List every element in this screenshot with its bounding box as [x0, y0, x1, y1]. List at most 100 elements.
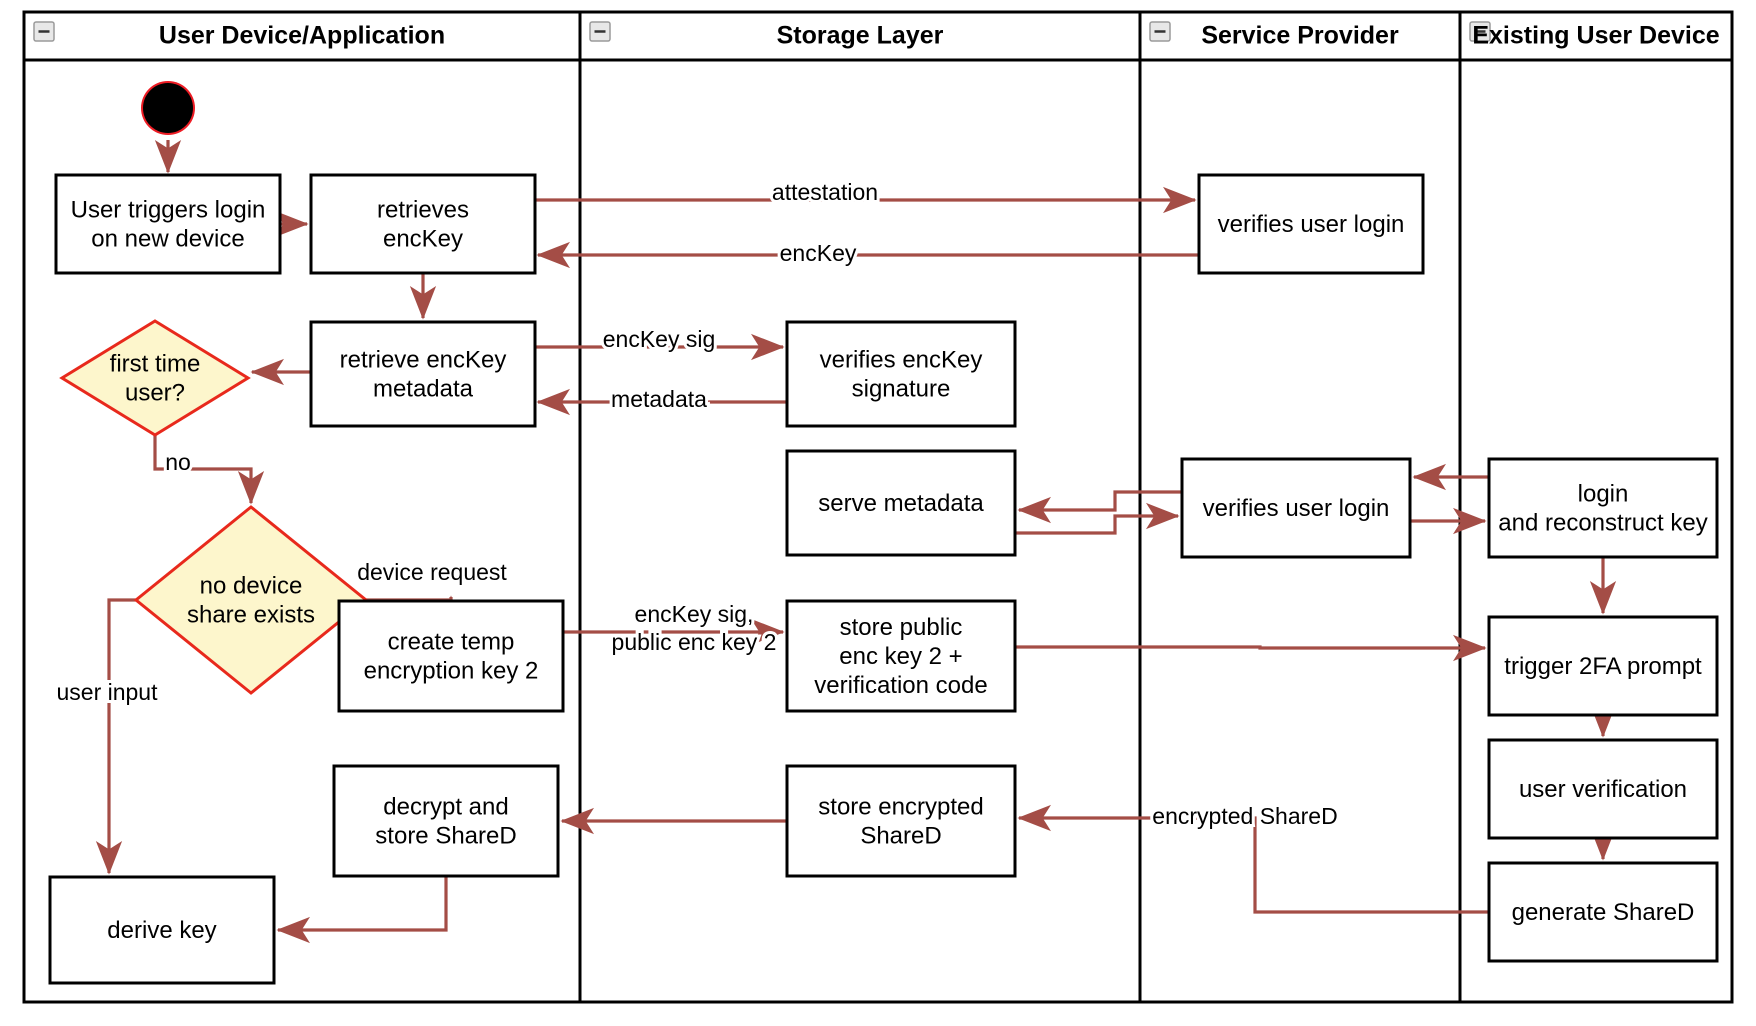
activity-serve-metadata-shape	[785, 449, 1017, 557]
activity-store-public-enc-key-2-label: store public	[840, 614, 963, 641]
activity-verifies-user-login-top-shape	[1197, 173, 1425, 275]
edge-enckey-sig-label: encKey sig	[603, 326, 716, 352]
activity-verifies-user-login-middle-shape	[1180, 457, 1412, 559]
edges-group	[95, 140, 1617, 944]
activity-user-triggers-login-label: on new device	[91, 226, 244, 253]
activity-trigger-2fa-prompt[interactable]: trigger 2FA prompt	[1487, 615, 1719, 717]
activity-serve-metadata-label: serve metadata	[818, 490, 984, 517]
edge-no-branch-label-halo: no	[165, 449, 191, 475]
edge-attestation-label: attestation	[772, 179, 878, 205]
activity-store-encrypted-shared-label: store encrypted	[818, 794, 983, 821]
activity-create-temp-encryption-key-2-label: create temp	[388, 629, 515, 656]
edge-store-public-to-trigger-2fa	[1015, 634, 1487, 662]
activity-generate-shared[interactable]: generate ShareD	[1487, 861, 1719, 963]
activity-trigger-2fa-prompt-label: trigger 2FA prompt	[1504, 653, 1702, 680]
decision-no-device-share-exists-label: no device	[200, 573, 303, 600]
edge-service-provider-to-serve-metadata	[1017, 490, 1182, 524]
edge-enckey-return-label-halo: encKey	[780, 240, 857, 266]
lane-title-lane-existing-device: Existing User Device	[1472, 22, 1719, 50]
activity-user-verification-label: user verification	[1519, 776, 1687, 803]
activity-store-encrypted-shared-label: ShareD	[860, 823, 941, 850]
lane-title-lane-storage: Storage Layer	[777, 22, 944, 50]
activity-verifies-user-login-middle[interactable]: verifies user login	[1180, 457, 1412, 559]
edge-enckey-sig-label-halo: encKey sig	[603, 326, 716, 352]
activity-verifies-user-login-middle-label: verifies user login	[1203, 495, 1390, 522]
activity-generate-shared-label: generate ShareD	[1512, 899, 1695, 926]
edge-enckey-sig-public-enc-key-2-label-halo: public enc key 2	[612, 629, 777, 655]
edge-metadata-return-label: metadata	[611, 386, 707, 412]
activity-retrieves-enckey-label: encKey	[383, 226, 463, 253]
edge-no-branch	[153, 435, 265, 505]
activity-login-and-reconstruct-key-shape	[1487, 457, 1719, 559]
activity-verifies-enckey-signature-label: signature	[852, 376, 951, 403]
lane-title-lane-user-device: User Device/Application	[159, 22, 445, 50]
decision-first-time-user-label: first time	[110, 351, 201, 378]
activity-user-verification[interactable]: user verification	[1487, 738, 1719, 840]
activity-derive-key-label: derive key	[107, 917, 216, 944]
activity-create-temp-encryption-key-2-label: encryption key 2	[364, 658, 539, 685]
activity-create-temp-encryption-key-2-shape	[337, 599, 565, 713]
start-node[interactable]	[143, 83, 193, 133]
edge-enckey-sig-public-enc-key-2-label: public enc key 2	[612, 629, 777, 655]
activity-retrieve-enckey-metadata-label: retrieve encKey	[340, 347, 507, 374]
edge-device-request-label: device request	[357, 559, 507, 585]
edge-enckey-return-label: encKey	[780, 240, 857, 266]
activity-store-public-enc-key-2-label: enc key 2 +	[839, 643, 962, 670]
edge-enckey-sig-public-enc-key-2-label-halo: encKey sig,	[635, 601, 754, 627]
edge-serve-metadata-to-service-provider	[1015, 502, 1180, 535]
activity-generate-shared-shape	[1487, 861, 1719, 963]
activity-verifies-enckey-signature-label: verifies encKey	[820, 347, 983, 374]
edge-enckey-sig-public-enc-key-2-label: encKey sig,	[635, 601, 754, 627]
decision-no-device-share-exists-shape	[133, 505, 369, 695]
edge-attestation-label-halo: attestation	[772, 179, 878, 205]
lane-title-lane-service-provider: Service Provider	[1201, 22, 1399, 50]
activity-trigger-2fa-prompt-shape	[1487, 615, 1719, 717]
activity-derive-key-shape	[48, 875, 276, 985]
activity-retrieve-enckey-metadata-label: metadata	[373, 376, 474, 403]
decision-first-time-user-shape	[59, 319, 251, 437]
edge-labels-group: attestationattestationencKeyencKeyencKey…	[53, 176, 1340, 832]
activity-store-public-enc-key-2-shape	[785, 599, 1017, 713]
edge-user-input-label: user input	[56, 679, 158, 705]
activity-user-triggers-login-label: User triggers login	[71, 197, 266, 224]
activity-login-and-reconstruct-key-label: login	[1578, 481, 1629, 508]
activity-login-and-reconstruct-key-label: and reconstruct key	[1498, 510, 1707, 537]
activity-user-verification-shape	[1487, 738, 1719, 840]
activity-user-triggers-login-shape	[54, 173, 282, 275]
edge-device-request-label-halo: device request	[357, 559, 507, 585]
activity-derive-key[interactable]: derive key	[48, 875, 276, 985]
activity-decrypt-and-store-shared-shape	[332, 764, 560, 878]
activity-verifies-user-login-top-label: verifies user login	[1218, 211, 1405, 238]
activity-retrieve-enckey-metadata-shape	[309, 320, 537, 428]
start-node-group	[141, 81, 195, 135]
activity-store-public-enc-key-2-label: verification code	[814, 672, 987, 699]
edge-user-input	[95, 598, 136, 875]
activity-decrypt-and-store-shared-label: store ShareD	[375, 823, 516, 850]
edge-no-branch-label: no	[165, 449, 191, 475]
activity-verifies-enckey-signature-shape	[785, 320, 1017, 428]
edge-metadata-return-label-halo: metadata	[611, 386, 707, 412]
lane-headers-group: User Device/Application Storage Layer Serv…	[33, 21, 1720, 50]
edge-encrypted-shared-label: encrypted ShareD	[1152, 803, 1337, 829]
decision-no-device-share-exists-label: share exists	[187, 602, 315, 629]
edge-encrypted-shared-label-halo: encrypted ShareD	[1152, 803, 1337, 829]
decision-first-time-user-label: user?	[125, 380, 185, 407]
edge-user-input-label-halo: user input	[56, 679, 158, 705]
activity-serve-metadata[interactable]: serve metadata	[785, 449, 1017, 557]
activity-verifies-user-login-top[interactable]: verifies user login	[1197, 173, 1425, 275]
activity-decrypt-and-store-shared-label: decrypt and	[383, 794, 508, 821]
